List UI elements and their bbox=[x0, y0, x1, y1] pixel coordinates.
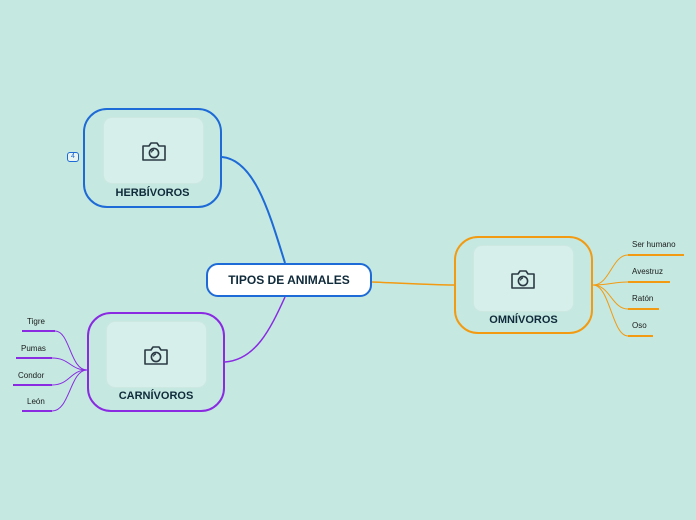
herbivoros-image-placeholder[interactable] bbox=[104, 118, 203, 183]
omnivoros-node[interactable]: OMNÍVOROS bbox=[454, 236, 593, 334]
leaf-ser-humano[interactable]: Ser humano bbox=[632, 240, 676, 249]
omnivoros-image-placeholder[interactable] bbox=[474, 246, 573, 311]
carnivoros-image-placeholder[interactable] bbox=[107, 322, 206, 387]
omnivoros-leaf-connectors bbox=[592, 254, 629, 337]
camera-icon bbox=[142, 142, 166, 161]
camera-icon bbox=[511, 270, 535, 289]
leaf-oso[interactable]: Oso bbox=[632, 321, 647, 330]
camera-icon bbox=[144, 346, 168, 365]
connector-herbivoros bbox=[221, 156, 286, 264]
carnivoros-leaf-underlines bbox=[13, 330, 55, 412]
herbivoros-node[interactable]: HERBÍVOROS bbox=[83, 108, 222, 208]
carnivoros-label: CARNÍVOROS bbox=[118, 390, 194, 402]
omnivoros-leaf-underlines bbox=[628, 254, 684, 337]
leaf-condor[interactable]: Condor bbox=[18, 371, 45, 380]
leaf-raton[interactable]: Ratón bbox=[632, 294, 654, 303]
leaf-tigre[interactable]: Tigre bbox=[27, 317, 45, 326]
leaf-pumas[interactable]: Pumas bbox=[21, 344, 46, 353]
herbivoros-label: HERBÍVOROS bbox=[115, 187, 190, 199]
carnivoros-leaf-connectors bbox=[51, 330, 88, 412]
omnivoros-label: OMNÍVOROS bbox=[489, 314, 558, 326]
central-topic[interactable]: TIPOS DE ANIMALES bbox=[206, 263, 372, 297]
central-topic-label: TIPOS DE ANIMALES bbox=[228, 273, 350, 287]
connector-carnivoros bbox=[224, 296, 286, 363]
leaf-avestruz[interactable]: Avestruz bbox=[632, 267, 663, 276]
carnivoros-node[interactable]: CARNÍVOROS bbox=[87, 312, 225, 412]
leaf-leon[interactable]: León bbox=[27, 397, 45, 406]
connector-omnivoros bbox=[371, 281, 455, 286]
herbivoros-count-badge[interactable]: 4 bbox=[67, 152, 79, 162]
